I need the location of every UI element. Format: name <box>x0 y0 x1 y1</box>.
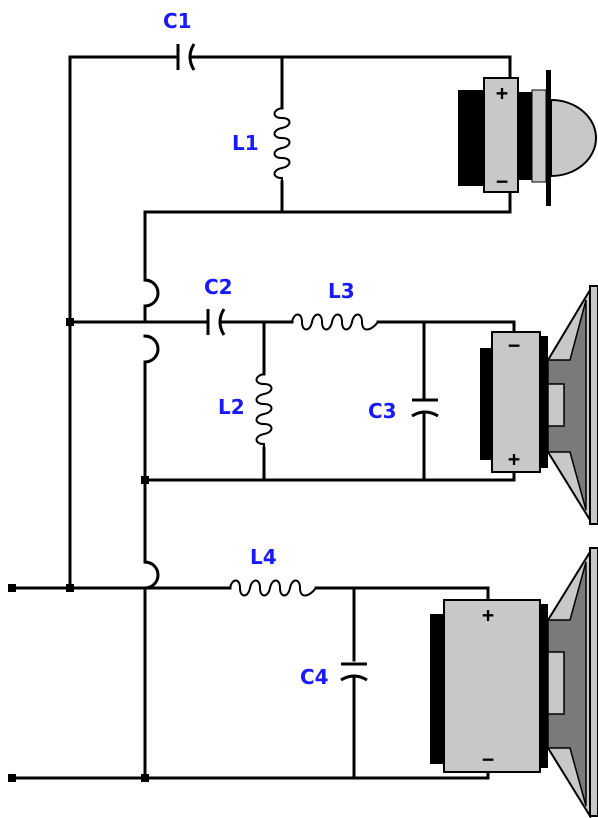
tweeter-minus: − <box>496 169 508 193</box>
woofer-speaker: + − <box>430 547 598 818</box>
c4-label: C4 <box>300 665 329 689</box>
junction-dot <box>66 318 74 326</box>
capacitor-c4: C4 <box>300 662 368 689</box>
c2-label: C2 <box>204 275 233 299</box>
tweeter-speaker: + − <box>458 70 597 206</box>
inductor-l1: L1 <box>232 107 291 182</box>
l4-label: L4 <box>250 545 277 569</box>
woofer-circuit <box>8 55 490 780</box>
input-terminal-positive <box>8 584 16 592</box>
junction-dot <box>141 774 149 782</box>
capacitor-c1: C1 <box>163 9 196 71</box>
inductor-l4: L4 <box>229 545 317 597</box>
l1-label: L1 <box>232 131 259 155</box>
input-terminal-negative <box>8 774 16 782</box>
midrange-speaker: − + <box>480 285 598 525</box>
midrange-minus: − <box>508 333 520 357</box>
l2-label: L2 <box>218 395 245 419</box>
l3-label: L3 <box>328 279 355 303</box>
woofer-plus: + <box>482 603 494 627</box>
capacitor-c3: C3 <box>368 398 439 423</box>
inductor-l2: L2 <box>218 373 273 448</box>
midrange-circuit <box>68 278 516 564</box>
woofer-minus: − <box>482 747 494 771</box>
inductor-l3: L3 <box>291 279 379 331</box>
junction-dot <box>66 584 74 592</box>
c1-label: C1 <box>163 9 192 33</box>
tweeter-circuit <box>68 55 512 282</box>
midrange-plus: + <box>508 447 520 471</box>
c3-label: C3 <box>368 399 397 423</box>
junction-dot <box>141 476 149 484</box>
capacitor-c2: C2 <box>204 275 233 336</box>
junctions <box>8 318 149 782</box>
tweeter-plus: + <box>496 81 508 105</box>
